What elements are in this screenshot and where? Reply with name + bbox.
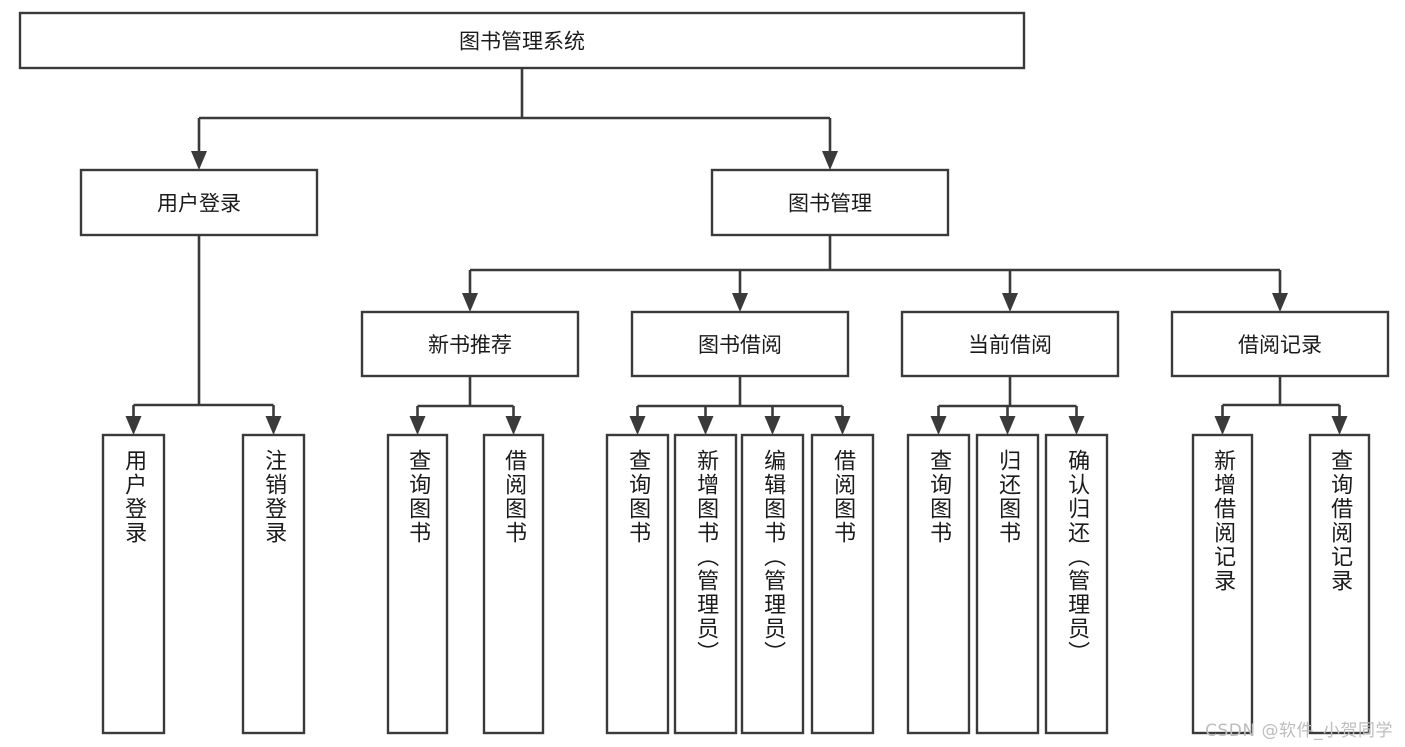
arrow-head-icon bbox=[834, 416, 851, 435]
arrow-head-icon bbox=[629, 416, 646, 435]
arrow-head-icon bbox=[764, 416, 781, 435]
node-leaf-user-logout[interactable] bbox=[241, 433, 306, 735]
node-label-book-borrow: 图书借阅 bbox=[698, 333, 782, 357]
arrow-head-icon bbox=[999, 416, 1016, 435]
node-leaf-query-book-1[interactable] bbox=[386, 433, 449, 735]
arrow-head-icon bbox=[125, 416, 142, 435]
arrow-head-icon bbox=[1272, 293, 1288, 312]
node-borrow-record[interactable]: 借阅记录 bbox=[1170, 310, 1390, 378]
node-new-book-recommend[interactable]: 新书推荐 bbox=[360, 310, 580, 378]
node-book-borrow[interactable]: 图书借阅 bbox=[630, 310, 850, 378]
node-label-new-book-recommend: 新书推荐 bbox=[428, 333, 512, 357]
node-label-root: 图书管理系统 bbox=[459, 30, 585, 54]
node-leaf-query-book-2[interactable] bbox=[605, 433, 670, 735]
node-box-leaf-query-book-2 bbox=[605, 433, 670, 735]
node-box-leaf-confirm-return bbox=[1044, 433, 1109, 735]
node-user-login[interactable]: 用户登录 bbox=[79, 168, 319, 237]
node-leaf-confirm-return[interactable] bbox=[1044, 433, 1109, 735]
arrow-head-icon bbox=[409, 416, 426, 435]
arrow-head-icon bbox=[191, 151, 207, 170]
node-box-leaf-edit-book bbox=[740, 433, 805, 735]
arrow-head-icon bbox=[732, 293, 748, 312]
node-box-root bbox=[18, 11, 1026, 70]
node-label-book-manage: 图书管理 bbox=[788, 192, 872, 216]
node-box-leaf-borrow-book-2 bbox=[810, 433, 875, 735]
csdn-watermark: CSDN @软件_小贺同学 bbox=[1205, 721, 1393, 741]
connector-layer bbox=[125, 68, 1348, 435]
arrow-head-icon bbox=[265, 416, 282, 435]
node-box-book-borrow bbox=[630, 310, 850, 378]
node-label-borrow-record: 借阅记录 bbox=[1238, 333, 1322, 357]
arrow-head-icon bbox=[822, 151, 838, 170]
node-box-leaf-add-book bbox=[673, 433, 738, 735]
node-leaf-add-book[interactable] bbox=[673, 433, 738, 735]
node-current-borrow[interactable]: 当前借阅 bbox=[900, 310, 1120, 378]
arrow-head-icon bbox=[462, 293, 478, 312]
arrow-head-icon bbox=[1214, 416, 1231, 435]
arrow-head-icon bbox=[1331, 416, 1348, 435]
node-box-leaf-query-book-1 bbox=[386, 433, 449, 735]
node-leaf-add-record[interactable] bbox=[1191, 433, 1254, 735]
node-box-leaf-query-record bbox=[1308, 433, 1371, 735]
node-leaf-query-book-3[interactable] bbox=[906, 433, 971, 735]
arrow-head-icon bbox=[1002, 293, 1018, 312]
arrow-head-icon bbox=[505, 416, 522, 435]
node-leaf-return-book[interactable] bbox=[975, 433, 1040, 735]
node-box-leaf-add-record bbox=[1191, 433, 1254, 735]
node-box-borrow-record bbox=[1170, 310, 1390, 378]
node-label-current-borrow: 当前借阅 bbox=[968, 333, 1052, 357]
node-leaf-borrow-book-1[interactable] bbox=[482, 433, 545, 735]
arrow-head-icon bbox=[1068, 416, 1085, 435]
node-leaf-edit-book[interactable] bbox=[740, 433, 805, 735]
node-book-manage[interactable]: 图书管理 bbox=[710, 168, 950, 237]
node-box-user-login bbox=[79, 168, 319, 237]
arrow-head-icon bbox=[697, 416, 714, 435]
node-leaf-user-login[interactable] bbox=[101, 433, 166, 735]
node-box-book-manage bbox=[710, 168, 950, 237]
node-box-leaf-user-logout bbox=[241, 433, 306, 735]
node-box-new-book-recommend bbox=[360, 310, 580, 378]
arrow-head-icon bbox=[930, 416, 947, 435]
node-box-current-borrow bbox=[900, 310, 1120, 378]
node-box-leaf-query-book-3 bbox=[906, 433, 971, 735]
node-label-user-login: 用户登录 bbox=[157, 192, 241, 216]
node-leaf-borrow-book-2[interactable] bbox=[810, 433, 875, 735]
node-root[interactable]: 图书管理系统 bbox=[18, 11, 1026, 70]
node-leaf-query-record[interactable] bbox=[1308, 433, 1371, 735]
node-box-leaf-borrow-book-1 bbox=[482, 433, 545, 735]
node-box-leaf-user-login bbox=[101, 433, 166, 735]
node-box-leaf-return-book bbox=[975, 433, 1040, 735]
